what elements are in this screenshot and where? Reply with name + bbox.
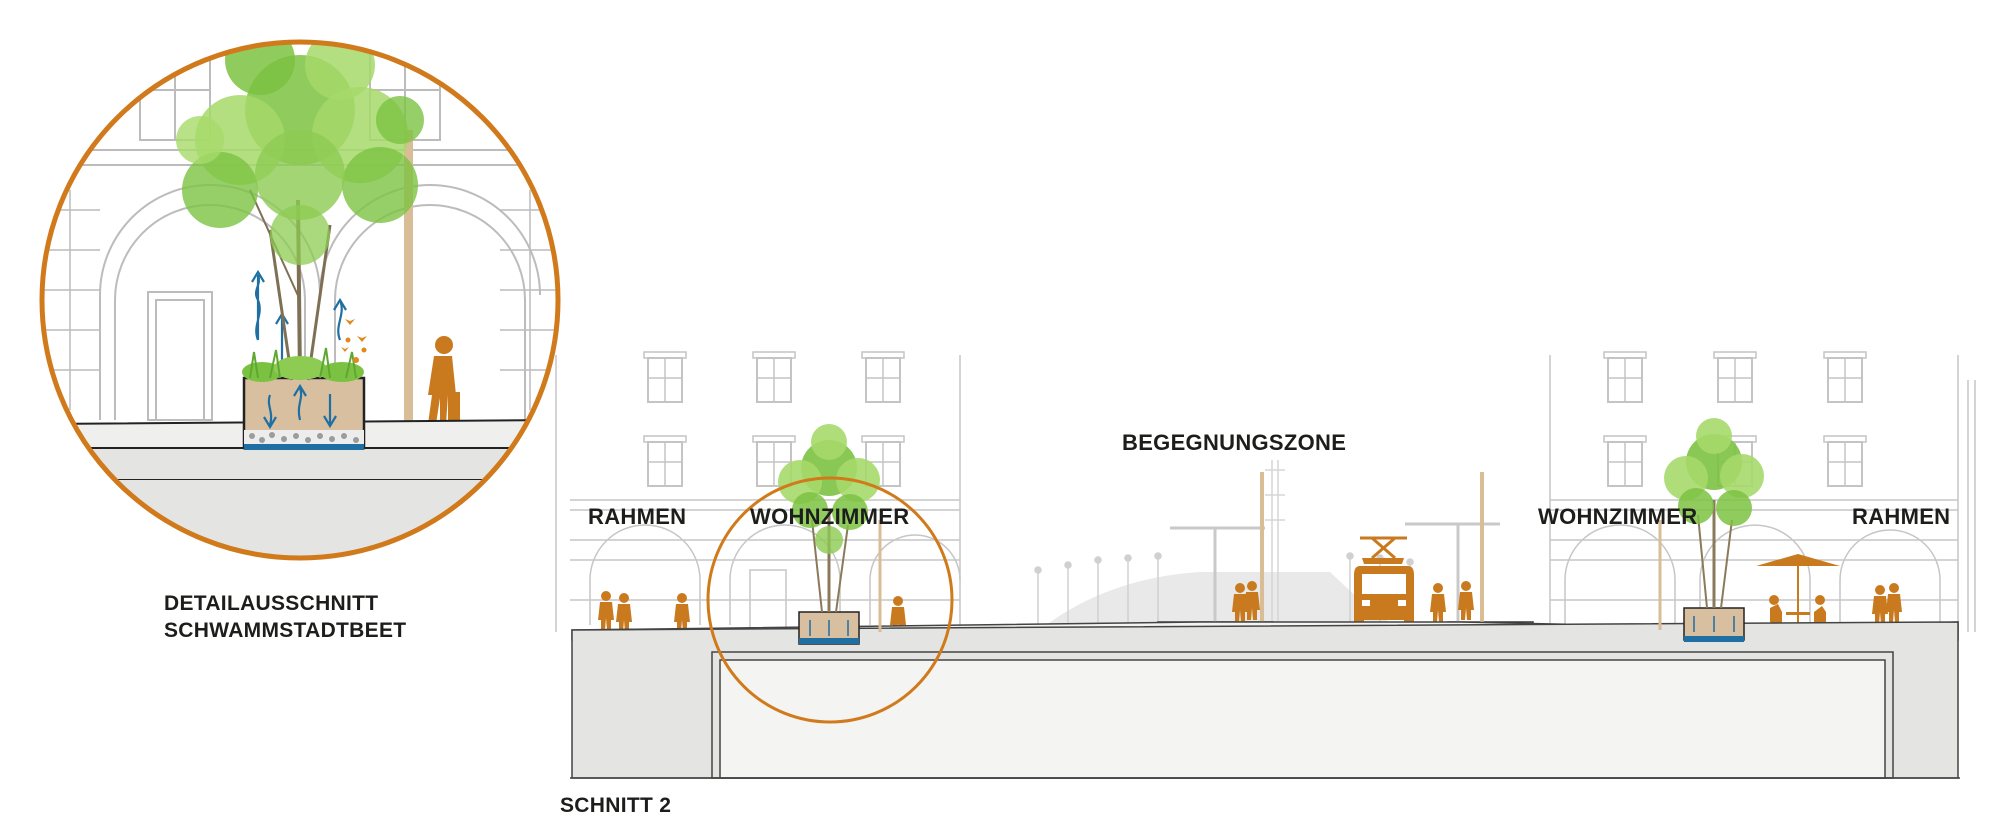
main-section (555, 351, 1976, 779)
detail-caption-line2: SCHWAMMSTADTBEET (164, 619, 407, 642)
tree-icon (176, 42, 424, 381)
section-title: SCHNITT 2 (560, 794, 672, 817)
sponge-bed-left (798, 611, 860, 645)
butterfly-icon (341, 319, 367, 363)
zone-label-wohnzimmer-right: WOHNZIMMER (1538, 504, 1698, 529)
tram-icon (1354, 536, 1414, 626)
water-arrow-icon (251, 269, 347, 430)
catenary-mast (1265, 460, 1285, 625)
detail-sponge-bed (242, 376, 366, 450)
zone-label-wohnzimmer-left: WOHNZIMMER (750, 504, 910, 529)
detail-indicator-circle (706, 476, 954, 724)
tree-icon (778, 424, 880, 613)
detail-caption-line1: DETAILAUSSCHNITT (164, 592, 379, 615)
planter-grass (242, 347, 364, 382)
detail-circle (39, 39, 561, 561)
zone-label-rahmen-left: RAHMEN (588, 504, 687, 529)
zone-label-begegnungszone: BEGEGNUNGSZONE (1122, 430, 1347, 455)
background-hill (1040, 572, 1400, 630)
facade-left (555, 351, 961, 632)
tree-icon (1664, 418, 1764, 609)
tunnel-box (719, 659, 1886, 779)
person-icon (428, 336, 460, 424)
facade-right (1549, 351, 1976, 632)
zone-label-rahmen-right: RAHMEN (1852, 504, 1951, 529)
street-lamps (1034, 552, 1414, 630)
umbrella-icon (1756, 554, 1840, 626)
sponge-bed-right (1683, 607, 1745, 642)
